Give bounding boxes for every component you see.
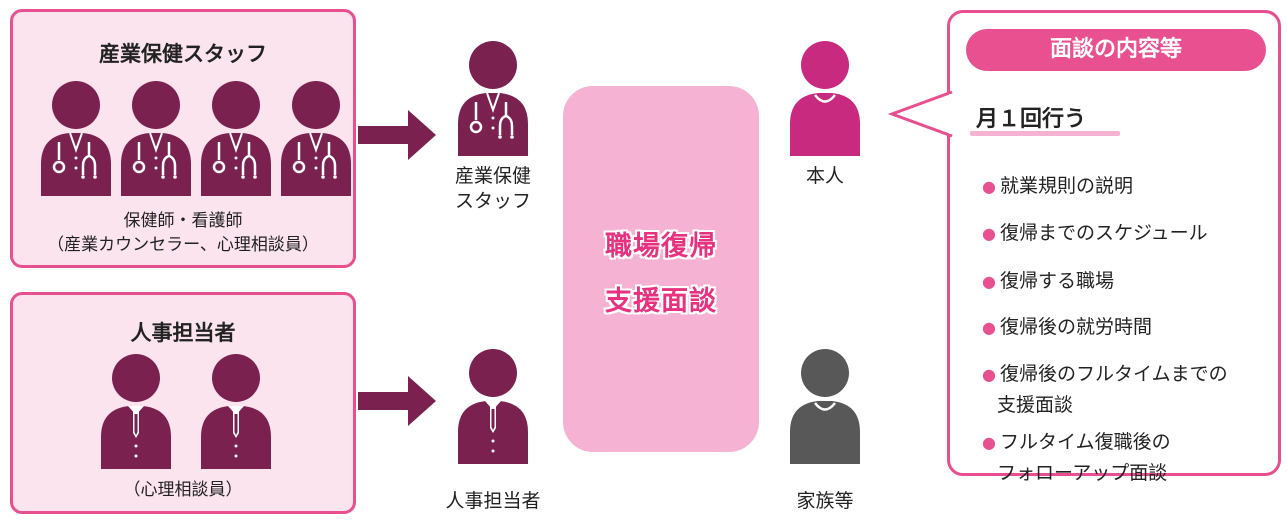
callout-tail-icon [888, 90, 954, 138]
family-icon [788, 346, 862, 464]
bullet-dot-icon: ● [982, 318, 996, 337]
arrow-right-icon [358, 110, 436, 160]
bullet-dot-icon: ● [982, 224, 996, 243]
list-item: ●復帰後の就労時間 [982, 316, 1152, 338]
staff-label: 産業保健 スタッフ [420, 164, 566, 214]
list-item: ●フルタイム復職後のフォローアップ面談 [982, 431, 1171, 484]
businessperson-icon [456, 346, 530, 464]
person-label: 本人 [805, 165, 844, 187]
bullet-dot-icon: ● [982, 272, 996, 291]
bullet-dot-icon: ● [982, 433, 996, 452]
staff-panel-line2: （産業カウンセラー、心理相談員） [47, 235, 319, 255]
staff-panel-line1: 保健師・看護師 [123, 211, 243, 231]
doctor-icon [456, 38, 530, 156]
list-item: ●就業規則の説明 [982, 175, 1133, 197]
subhead-underline [970, 131, 1120, 136]
bullet-dot-icon: ● [982, 177, 996, 196]
hr-panel-title: 人事担当者 [130, 321, 236, 345]
doctor-icon [199, 78, 273, 196]
hr-label: 人事担当者 [445, 490, 541, 512]
family-label: 家族等 [796, 490, 854, 512]
person-icon [788, 38, 862, 156]
businessperson-icon [199, 351, 273, 469]
info-subhead: 月１回行う [976, 107, 1087, 132]
doctor-icon [119, 78, 193, 196]
businessperson-icon [99, 351, 173, 469]
interview-content-box: 面談の内容等 月１回行う ●就業規則の説明 ●復帰までのスケジュール ●復帰する… [947, 10, 1281, 484]
doctor-icon [279, 78, 353, 196]
staff-panel: 産業保健スタッフ 保健師・看護師 （産業カウンセラー、心理相談員） [10, 9, 356, 268]
bullet-dot-icon: ● [982, 365, 996, 384]
list-item: ●復帰までのスケジュール [982, 222, 1208, 244]
hr-panel-caption: （心理相談員） [123, 480, 243, 500]
staff-label-line2: スタッフ [454, 190, 531, 212]
info-header: 面談の内容等 [966, 29, 1266, 71]
center-box-line1: 職場復帰 [605, 231, 717, 262]
arrow-right-icon [358, 376, 436, 426]
list-item: ●復帰後のフルタイムまでの支援面談 [982, 363, 1228, 416]
support-interview-box: 職場復帰 支援面談 [563, 86, 759, 452]
staff-label-line1: 産業保健 [454, 165, 531, 187]
hr-panel: 人事担当者 （心理相談員） [10, 292, 356, 514]
center-box-line2: 支援面談 [605, 286, 717, 317]
list-item: ●復帰する職場 [982, 270, 1114, 292]
staff-panel-title: 産業保健スタッフ [99, 42, 267, 66]
doctor-icon [39, 78, 113, 196]
